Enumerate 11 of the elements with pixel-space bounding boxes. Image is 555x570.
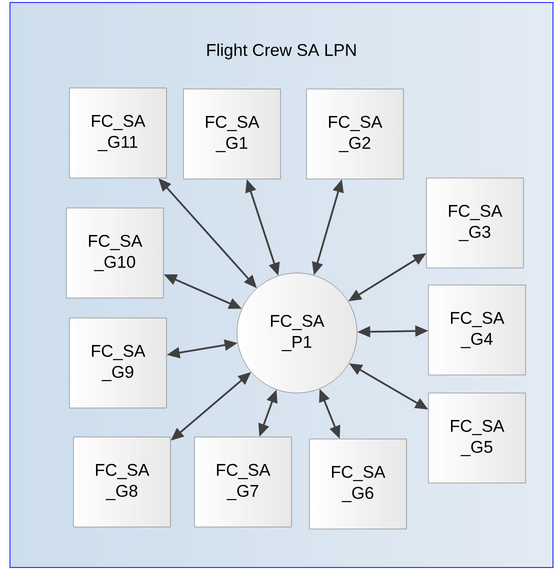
- group-box: FC_SA _G6: [309, 438, 407, 530]
- group-box: FC_SA _G4: [428, 284, 526, 376]
- group-box: FC_SA _G9: [69, 318, 167, 408]
- group-box: FC_SA _G10: [66, 208, 164, 298]
- group-box: FC_SA _G11: [69, 88, 167, 178]
- group-box: FC_SA _G1: [183, 88, 281, 180]
- group-box: FC_SA _G8: [73, 436, 171, 528]
- group-box: FC_SA _G7: [194, 436, 292, 528]
- group-box: FC_SA _G5: [428, 392, 526, 484]
- group-box: FC_SA _G3: [426, 178, 524, 268]
- group-box: FC_SA _G2: [306, 88, 404, 180]
